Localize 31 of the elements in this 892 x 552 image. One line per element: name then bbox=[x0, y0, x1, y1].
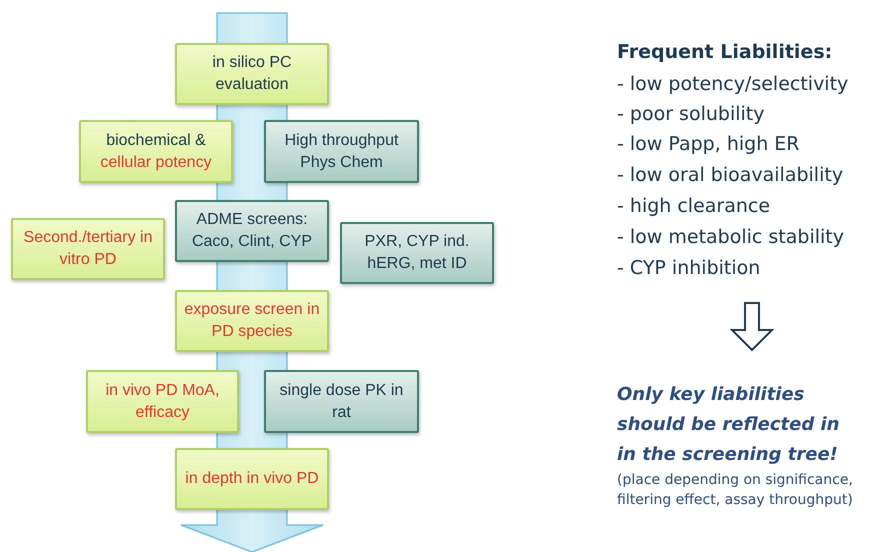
note-text: Only key liabilities should be reflected in in the screening tree! bbox=[617, 383, 840, 467]
box-label: exposure screen in PD species bbox=[183, 300, 321, 342]
process-box bbox=[86, 370, 239, 433]
list-item: - low potency/selectivity bbox=[617, 72, 850, 96]
box-label: Second./tertiary in vitro PD bbox=[22, 228, 154, 270]
box-label: cellular potency bbox=[100, 152, 212, 172]
process-box bbox=[264, 370, 419, 433]
list-item: - low metabolic stability bbox=[617, 225, 845, 249]
process-box bbox=[175, 200, 329, 262]
process-box bbox=[11, 218, 165, 280]
list-heading: Frequent Liabilities: bbox=[617, 40, 834, 64]
footnote: (place depending on significance, filtering effect, assay throughput) bbox=[617, 471, 854, 510]
box-label: in vivo PD MoA, efficacy bbox=[104, 380, 220, 422]
process-box bbox=[340, 222, 494, 284]
list-item: - poor solubility bbox=[617, 102, 766, 126]
process-box bbox=[175, 43, 329, 105]
box-label: ADME screens: Caco, Clint, CYP bbox=[190, 210, 314, 252]
box-label: in depth in vivo PD bbox=[185, 469, 319, 489]
list-item: - low oral bioavailability bbox=[617, 163, 844, 187]
box-label: PXR, CYP ind. hERG, met ID bbox=[364, 232, 470, 274]
box-label: High throughput Phys Chem bbox=[284, 130, 400, 172]
process-box bbox=[264, 120, 419, 183]
box-label: in silico PC evaluation bbox=[211, 53, 293, 95]
process-box bbox=[175, 448, 329, 510]
list-item: - high clearance bbox=[617, 194, 772, 218]
box-label: single dose PK in rat bbox=[278, 380, 404, 422]
process-box bbox=[175, 290, 329, 352]
list-item: - CYP inhibition bbox=[617, 256, 762, 280]
box-label: biochemical & bbox=[106, 130, 206, 150]
process-box bbox=[79, 120, 233, 183]
list-item: - low Papp, high ER bbox=[617, 132, 800, 156]
